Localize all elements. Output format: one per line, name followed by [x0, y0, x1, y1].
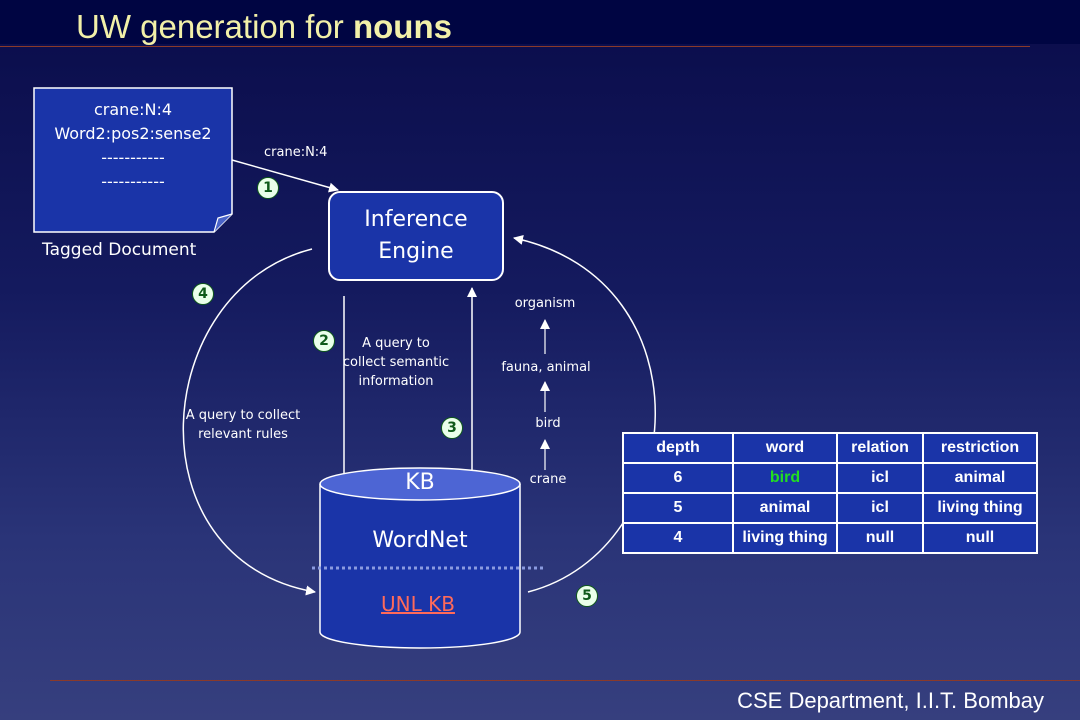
- query-semantic-line: collect semantic: [342, 355, 450, 370]
- wordnet-label: WordNet: [372, 528, 468, 553]
- hierarchy-bird: bird: [535, 416, 561, 431]
- query-semantic-line: A query to: [362, 336, 430, 351]
- table-cell: null: [836, 522, 924, 554]
- step-badge-3: 3: [441, 417, 463, 439]
- table-row: 5 animal icl living thing: [622, 492, 1038, 524]
- table-row: 6 bird icl animal: [622, 462, 1038, 494]
- slide-title: UW generation for nouns: [76, 8, 452, 46]
- table-cell: living thing: [732, 522, 838, 554]
- query-rules-line: relevant rules: [198, 427, 288, 442]
- table-header: restriction: [922, 432, 1038, 464]
- input-arrow-label: crane:N:4: [264, 145, 328, 160]
- top-rule: [0, 46, 1030, 47]
- doc-line: -----------: [101, 172, 165, 191]
- table-cell: icl: [836, 492, 924, 524]
- table-cell: null: [922, 522, 1038, 554]
- document-caption: Tagged Document: [42, 240, 197, 260]
- title-bar: [0, 0, 1080, 44]
- hierarchy-fauna-animal: fauna, animal: [501, 360, 591, 375]
- footer-credit: CSE Department, I.I.T. Bombay: [737, 688, 1044, 713]
- table-cell: living thing: [922, 492, 1038, 524]
- title-bold: nouns: [352, 8, 452, 45]
- table-header: relation: [836, 432, 924, 464]
- table-cell: 4: [622, 522, 734, 554]
- engine-line: Inference: [364, 207, 468, 232]
- document-text: crane:N:4 Word2:pos2:sense2 ----------- …: [34, 98, 232, 194]
- table-cell: 6: [622, 462, 734, 494]
- arrow-doc-to-engine: [231, 159, 339, 193]
- table-cell: icl: [836, 462, 924, 494]
- title-main: UW generation for: [76, 8, 353, 45]
- arc-right-rules-return: [513, 235, 656, 593]
- table-header: depth: [622, 432, 734, 464]
- table-cell: 5: [622, 492, 734, 524]
- query-semantic-line: information: [358, 374, 434, 389]
- arc-left-query-rules: [182, 248, 316, 596]
- query-rules-label: A query to collect relevant rules: [168, 406, 318, 444]
- hierarchy-organism: organism: [514, 296, 576, 311]
- table-row: 4 living thing null null: [622, 522, 1038, 554]
- kb-cylinder-top: [319, 467, 521, 501]
- query-rules-line: A query to collect: [185, 408, 301, 423]
- table-header: word: [732, 432, 838, 464]
- step-badge-4: 4: [192, 283, 214, 305]
- engine-line: Engine: [378, 239, 454, 264]
- query-semantic-label: A query to collect semantic information: [330, 334, 462, 391]
- document-fold: [213, 213, 233, 233]
- kb-cylinder-body: [319, 484, 521, 649]
- doc-line: crane:N:4: [93, 100, 173, 119]
- step-badge-5: 5: [576, 585, 598, 607]
- step-badge-2: 2: [313, 330, 335, 352]
- table-cell: animal: [732, 492, 838, 524]
- table-cell: animal: [922, 462, 1038, 494]
- table-cell-highlight: bird: [732, 462, 838, 494]
- doc-line: -----------: [101, 148, 165, 167]
- rules-table: depth word relation restriction 6 bird i…: [622, 432, 1038, 554]
- table-header-row: depth word relation restriction: [622, 432, 1038, 464]
- doc-line: Word2:pos2:sense2: [54, 124, 212, 143]
- hierarchy-crane: crane: [529, 472, 567, 487]
- unl-kb-link[interactable]: UNL KB: [381, 592, 455, 616]
- bottom-rule: [50, 680, 1080, 681]
- step-badge-1: 1: [257, 177, 279, 199]
- kb-label: KB: [405, 470, 435, 495]
